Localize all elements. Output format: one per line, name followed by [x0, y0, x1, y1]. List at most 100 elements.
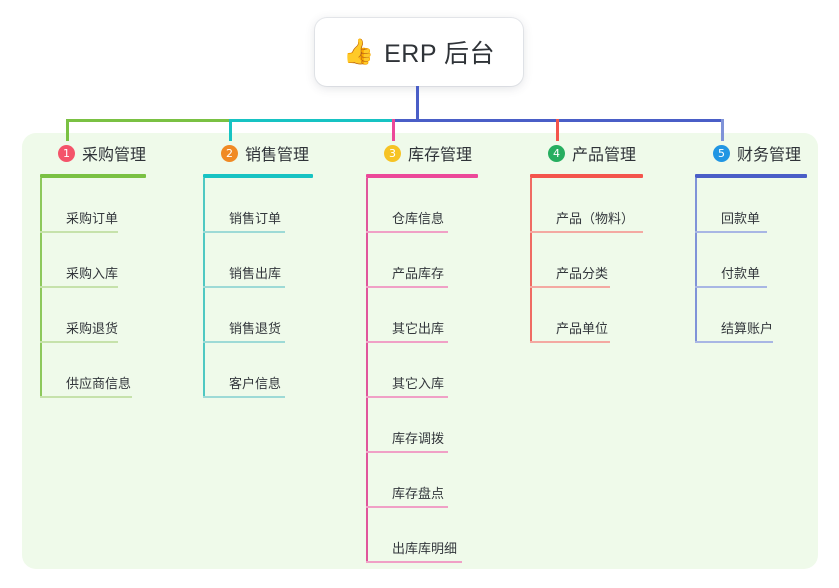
branch-item-list: 仓库信息产品库存其它出库其它入库库存调拨库存盘点出库库明细 — [366, 178, 478, 563]
branch-spine — [366, 178, 368, 563]
branch-item-label: 产品单位 — [556, 321, 609, 336]
branch-badge-number: 2 — [221, 144, 238, 162]
branch-item-underline — [203, 231, 285, 233]
branch-spine — [203, 178, 205, 398]
branch-item-label: 回款单 — [721, 211, 761, 226]
branch-item[interactable]: 客户信息 — [203, 343, 313, 398]
branch-item[interactable]: 供应商信息 — [40, 343, 146, 398]
branch-item-list: 产品（物料） 产品分类产品单位 — [530, 178, 643, 343]
connector-drop-2 — [229, 119, 232, 141]
branch-header-4[interactable]: 4 产品管理 — [530, 140, 643, 166]
branch-item-list: 销售订单销售出库销售退货客户信息 — [203, 178, 313, 398]
branch-badge-number: 3 — [384, 144, 401, 162]
branch-item-underline — [366, 396, 448, 398]
branch-title: 库存管理 — [408, 147, 473, 164]
connector-drop-3 — [392, 119, 395, 141]
branch-item-underline — [203, 286, 285, 288]
branch-item-underline — [40, 396, 132, 398]
branch-item-label: 采购入库 — [66, 266, 119, 281]
branch-title: 财务管理 — [737, 147, 802, 164]
branch-item-label: 付款单 — [721, 266, 761, 281]
connector-root-stub — [416, 86, 419, 122]
branch-item-list: 采购订单采购入库采购退货供应商信息 — [40, 178, 146, 398]
branch-header-underline — [366, 174, 478, 178]
branch-item[interactable]: 结算账户 — [695, 288, 807, 343]
branch-header-2[interactable]: 2 销售管理 — [203, 140, 313, 166]
branch-item-label: 其它出库 — [392, 321, 445, 336]
thumbs-up-icon: 👍 — [342, 37, 375, 66]
branch-title: 采购管理 — [82, 147, 147, 164]
branch-header-underline — [695, 174, 807, 178]
branch-item[interactable]: 产品分类 — [530, 233, 643, 288]
connector-drop-4 — [556, 119, 559, 141]
branch-item-underline — [530, 231, 643, 233]
branch-column-5: 5 财务管理回款单付款单结算账户 — [695, 140, 807, 343]
branch-spine — [695, 178, 697, 343]
root-node-erp-backend[interactable]: 👍 ERP 后台 — [315, 18, 523, 86]
branch-header-3[interactable]: 3 库存管理 — [366, 140, 478, 166]
branch-item[interactable]: 销售退货 — [203, 288, 313, 343]
branch-item[interactable]: 其它出库 — [366, 288, 478, 343]
connector-drop-1 — [66, 119, 69, 141]
branch-item[interactable]: 回款单 — [695, 178, 807, 233]
branch-item-label: 出库库明细 — [392, 541, 458, 556]
branch-item-label: 库存盘点 — [392, 486, 445, 501]
branch-spine — [530, 178, 532, 343]
branch-item-label: 销售出库 — [229, 266, 282, 281]
branch-item-underline — [40, 341, 118, 343]
branch-item[interactable]: 产品库存 — [366, 233, 478, 288]
branch-item[interactable]: 付款单 — [695, 233, 807, 288]
branch-title: 销售管理 — [245, 147, 310, 164]
branch-column-2: 2 销售管理销售订单销售出库销售退货客户信息 — [203, 140, 313, 398]
branch-item[interactable]: 采购入库 — [40, 233, 146, 288]
connector-bus-segment-2 — [229, 119, 395, 122]
branch-item[interactable]: 产品单位 — [530, 288, 643, 343]
branch-item-underline — [203, 341, 285, 343]
branch-item-underline — [366, 561, 462, 563]
branch-item-underline — [530, 286, 610, 288]
branch-item-underline — [530, 341, 610, 343]
branch-item-underline — [40, 286, 118, 288]
branch-item-underline — [366, 506, 448, 508]
branch-item-label: 产品分类 — [556, 266, 609, 281]
branch-title: 产品管理 — [572, 147, 637, 164]
branch-badge-number: 4 — [548, 144, 565, 162]
branch-item-underline — [695, 231, 767, 233]
branch-item-list: 回款单付款单结算账户 — [695, 178, 807, 343]
branch-badge-number: 5 — [713, 144, 730, 162]
branch-item[interactable]: 采购订单 — [40, 178, 146, 233]
branch-column-4: 4 产品管理产品（物料） 产品分类产品单位 — [530, 140, 643, 343]
branch-header-5[interactable]: 5 财务管理 — [695, 140, 807, 166]
connector-bus-segment-1 — [66, 119, 232, 122]
branch-item-label: 客户信息 — [229, 376, 282, 391]
branch-item[interactable]: 库存调拨 — [366, 398, 478, 453]
branch-item-underline — [366, 286, 448, 288]
branch-item-underline — [695, 286, 767, 288]
branch-item-label: 采购订单 — [66, 211, 119, 226]
branch-item[interactable]: 出库库明细 — [366, 508, 478, 563]
branch-item-label: 结算账户 — [721, 321, 774, 336]
branch-item[interactable]: 销售订单 — [203, 178, 313, 233]
branch-item[interactable]: 销售出库 — [203, 233, 313, 288]
branch-item[interactable]: 其它入库 — [366, 343, 478, 398]
branch-item-label: 采购退货 — [66, 321, 119, 336]
branch-item[interactable]: 仓库信息 — [366, 178, 478, 233]
branch-item-label: 销售退货 — [229, 321, 282, 336]
connector-drop-5 — [721, 119, 724, 141]
branches-panel — [22, 133, 818, 569]
branch-item[interactable]: 采购退货 — [40, 288, 146, 343]
branch-item-label: 销售订单 — [229, 211, 282, 226]
branch-item-underline — [695, 341, 773, 343]
branch-item-label: 产品（物料） — [556, 211, 635, 226]
root-node-title: ERP 后台 — [384, 40, 496, 68]
branch-item-label: 供应商信息 — [66, 376, 132, 391]
branch-item[interactable]: 产品（物料） — [530, 178, 643, 233]
branch-item-underline — [203, 396, 285, 398]
branch-spine — [40, 178, 42, 398]
branch-item-label: 其它入库 — [392, 376, 445, 391]
branch-item[interactable]: 库存盘点 — [366, 453, 478, 508]
branch-header-underline — [203, 174, 313, 178]
